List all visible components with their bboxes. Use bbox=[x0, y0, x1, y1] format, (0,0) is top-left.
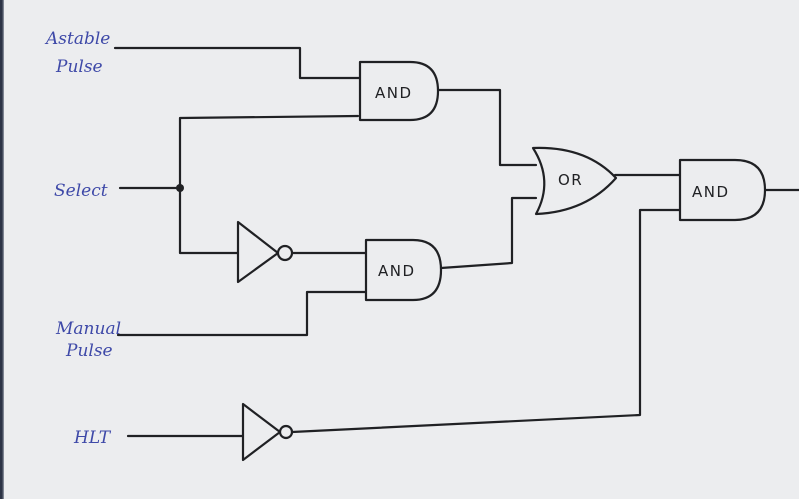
and-gate-1-label: AND bbox=[375, 84, 413, 102]
wire-select-to-not bbox=[178, 186, 240, 255]
wire-astable bbox=[113, 46, 362, 80]
wire-manual bbox=[116, 290, 368, 337]
not-gate-select bbox=[236, 220, 280, 284]
and-gate-1 bbox=[358, 60, 440, 122]
wire-select-to-and1 bbox=[178, 114, 360, 190]
and-gate-2 bbox=[364, 238, 443, 302]
select-label: Select bbox=[54, 181, 108, 201]
and-gate-2-label: AND bbox=[378, 262, 416, 280]
not-gate-select-bubble bbox=[276, 244, 294, 262]
not-gate-hlt-bubble bbox=[278, 424, 294, 440]
or-gate-label: OR bbox=[558, 171, 583, 189]
hlt-label: HLT bbox=[73, 428, 112, 448]
manual-label-line1: Manual bbox=[55, 319, 121, 339]
and-gate-3-label: AND bbox=[692, 183, 730, 201]
manual-label-line2: Pulse bbox=[65, 341, 113, 361]
astable-label-line1: Astable bbox=[44, 29, 110, 49]
or-gate bbox=[531, 146, 618, 216]
not-gate-hlt bbox=[241, 402, 282, 462]
wire-hlt-not-to-and3 bbox=[290, 208, 682, 434]
wire-and1-to-or bbox=[436, 88, 538, 167]
paper-edge bbox=[0, 0, 4, 499]
select-junction bbox=[176, 184, 184, 192]
astable-label-line2: Pulse bbox=[55, 57, 103, 77]
and-gate-3 bbox=[678, 158, 767, 222]
wire-and2-to-or bbox=[439, 196, 538, 270]
